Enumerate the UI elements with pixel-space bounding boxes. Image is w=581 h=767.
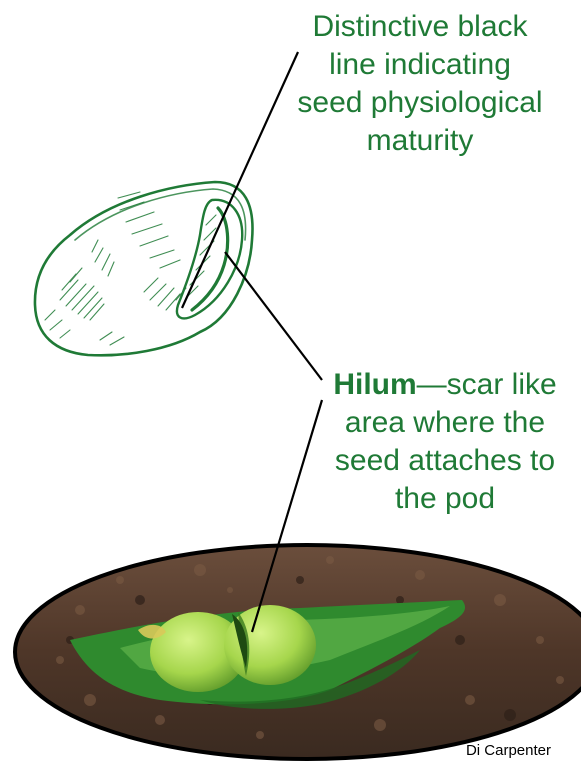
maturity-label-line-4: maturity	[270, 122, 570, 160]
maturity-label-line-3: seed physiological	[270, 84, 570, 122]
hilum-label-line-3: seed attaches to	[300, 442, 581, 480]
seed-sketch	[35, 182, 253, 355]
hilum-label: Hilum—scar like area where the seed atta…	[300, 366, 581, 518]
hilum-label-line-1: Hilum—scar like	[300, 366, 581, 404]
hilum-label-line-2: area where the	[300, 404, 581, 442]
hilum-label-line-4: the pod	[300, 480, 581, 518]
maturity-line-sketch	[192, 208, 228, 310]
hilum-term: Hilum	[333, 368, 416, 401]
maturity-label-line-2: line indicating	[270, 46, 570, 84]
hilum-definition-start: —scar like	[417, 368, 557, 401]
photo-credit: Di Carpenter	[466, 742, 551, 759]
maturity-label-line-1: Distinctive black	[270, 8, 570, 46]
pea-right	[224, 605, 316, 685]
pod-photo	[15, 545, 581, 759]
maturity-label: Distinctive black line indicating seed p…	[270, 8, 570, 160]
hilum-leader-line-upper	[225, 252, 322, 380]
